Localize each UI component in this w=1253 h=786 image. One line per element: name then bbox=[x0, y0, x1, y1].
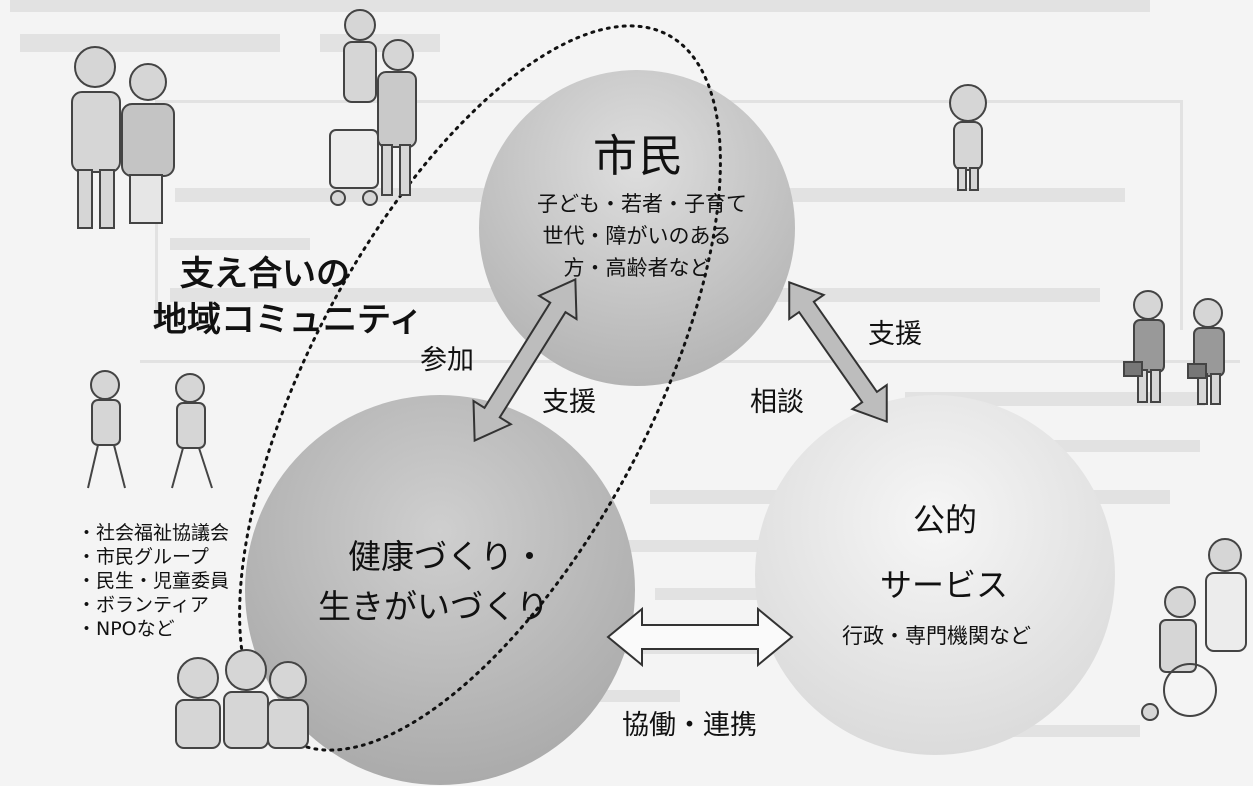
support-label-right: 支援 bbox=[868, 319, 922, 350]
citizens-title: 市民 bbox=[593, 131, 685, 182]
list-item: ・ボランティア bbox=[77, 594, 209, 616]
participate-support-arrow bbox=[472, 277, 578, 443]
support-label-left: 支援 bbox=[542, 387, 596, 418]
list-item: ・市民グループ bbox=[77, 546, 209, 568]
elderly-couple-illustration bbox=[71, 46, 175, 229]
citizens-subtitle: 子ども・若者・子育て 世代・障がいのある 方・高齢者など bbox=[537, 192, 747, 280]
list-item: ・社会福祉協議会 bbox=[77, 522, 230, 544]
list-item: ・NPOなど bbox=[77, 618, 175, 640]
students-illustration bbox=[1123, 290, 1225, 405]
public-subtitle: 行政・専門機関など bbox=[842, 624, 1031, 648]
public-service-circle bbox=[755, 395, 1115, 755]
community-title-line2: 地域コミュニティ bbox=[153, 300, 423, 340]
women-group-illustration bbox=[175, 649, 309, 749]
exercising-people-illustration bbox=[87, 370, 213, 489]
health-title-line1: 健康づくり・ bbox=[348, 537, 546, 576]
health-circle bbox=[245, 395, 635, 785]
collaboration-label: 協働・連携 bbox=[622, 710, 757, 741]
health-title-line2: 生きがいづくり bbox=[318, 587, 549, 626]
parent-stroller-illustration bbox=[329, 9, 417, 206]
community-title-line1: 支え合いの bbox=[180, 254, 350, 294]
wheelchair-caregiver-illustration bbox=[1141, 538, 1247, 721]
public-title-line2: サービス bbox=[880, 566, 1009, 604]
collaboration-arrow bbox=[606, 606, 794, 668]
consult-support-arrow bbox=[788, 280, 888, 424]
consult-label: 相談 bbox=[750, 387, 804, 418]
list-item: ・民生・児童委員 bbox=[77, 570, 230, 592]
community-member-list: ・社会福祉協議会 ・市民グループ ・民生・児童委員 ・ボランティア ・NPOなど bbox=[77, 521, 229, 641]
participate-label: 参加 bbox=[420, 345, 474, 376]
public-title-line1: 公的 bbox=[913, 501, 978, 539]
girl-illustration bbox=[949, 84, 987, 191]
